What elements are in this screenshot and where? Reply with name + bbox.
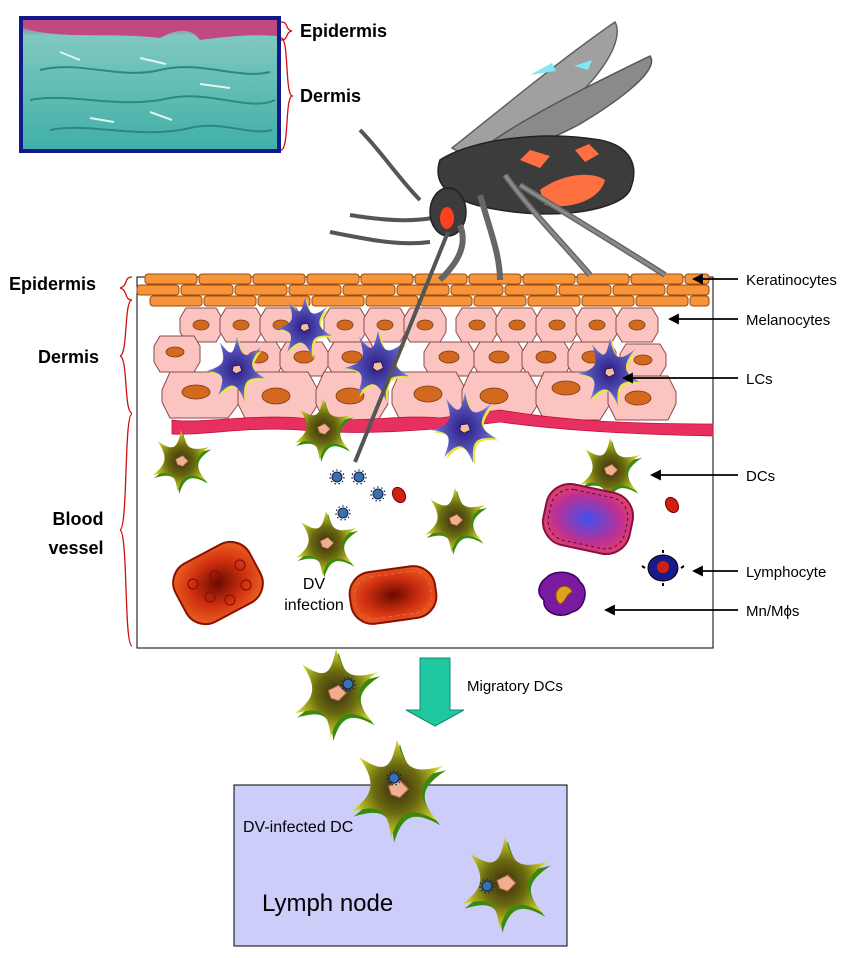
monocyte-macrophage-cell: [538, 571, 586, 616]
left-brackets: [117, 276, 133, 647]
lcs-label: LCs: [746, 371, 773, 388]
keratinocyte-layer: [136, 273, 710, 307]
dv-label: DV: [303, 576, 326, 593]
dcs-label: DCs: [746, 468, 775, 485]
left-vessel-label: vessel: [48, 538, 103, 558]
inset-epidermis-label: Epidermis: [300, 21, 387, 41]
left-epidermis-label: Epidermis: [9, 274, 96, 294]
red-blood-cells: [391, 486, 680, 514]
inset-brackets: [280, 21, 295, 151]
lymphocyte-label: Lymphocyte: [746, 564, 826, 581]
left-blood-label: Blood: [53, 509, 104, 529]
migration-arrow: [405, 657, 465, 727]
mn-mphs-label: Mn/Mϕs: [746, 603, 799, 620]
mosquito: [329, 20, 667, 463]
pointer-arrows: [603, 273, 738, 616]
migratory-dcs-label: Migratory DCs: [467, 678, 563, 695]
migratory-dc: [293, 648, 381, 742]
lymphocyte-cell: [641, 550, 685, 586]
infection-label: infection: [284, 597, 344, 614]
left-dermis-label: Dermis: [38, 347, 99, 367]
keratinocytes-label: Keratinocytes: [746, 272, 837, 289]
blood-vessel-left: [172, 540, 264, 626]
blood-vessel-center: [348, 565, 438, 625]
dv-infected-dc-label: DV-infected DC: [243, 819, 353, 836]
inset-dermis-label: Dermis: [300, 86, 361, 106]
melanocytes-label: Melanocytes: [746, 312, 830, 329]
blood-vessel-right: [541, 482, 635, 556]
lymph-node-title: Lymph node: [262, 890, 393, 917]
histology-inset: [19, 16, 281, 153]
